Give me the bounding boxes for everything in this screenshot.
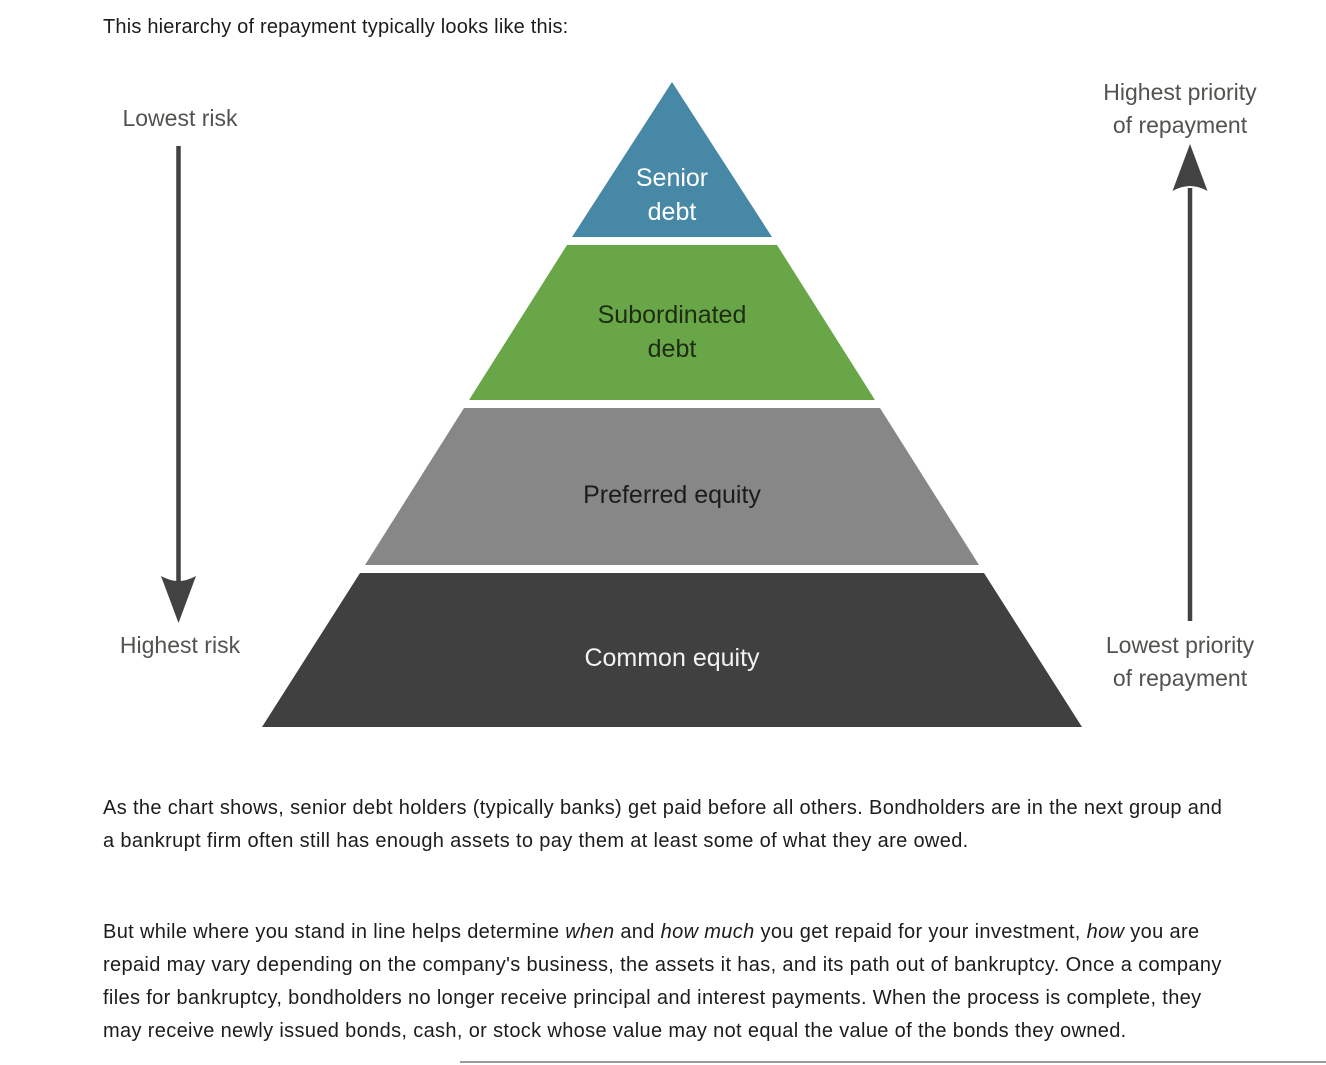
- body-paragraph-2-segment: you are repaid may vary depending on the…: [103, 921, 1222, 1042]
- body-paragraph-2-segment-italic: when: [565, 921, 615, 943]
- body-paragraph-2-segment-italic: how: [1086, 921, 1125, 943]
- body-paragraph-1: As the chart shows, senior debt holders …: [103, 797, 1223, 852]
- right-axis-bottom-label: Lowest priority of repayment: [1105, 632, 1255, 691]
- intro-sentence: This hierarchy of repayment typically lo…: [103, 16, 569, 38]
- body-paragraph-2-segment: But while where you stand in line helps …: [103, 921, 566, 943]
- risk-arrow-down-head: [161, 576, 196, 623]
- repayment-pyramid-diagram: [161, 82, 1208, 727]
- repayment-arrow-up-head: [1172, 144, 1208, 191]
- pyramid-label-senior-debt: Senior debt: [635, 164, 709, 226]
- pyramid-level-subordinated-debt: [469, 245, 875, 400]
- body-paragraph-2-segment: and: [614, 921, 661, 943]
- right-axis-top-label: Highest priority of repayment: [1103, 79, 1257, 138]
- pyramid-label-subordinated-debt: Subordinated debt: [597, 301, 747, 363]
- body-paragraph-2-segment: you get repaid for your investment,: [754, 921, 1087, 943]
- left-axis-top-label: Lowest risk: [122, 105, 238, 131]
- pyramid-level-senior-debt: [572, 82, 772, 237]
- body-paragraph-2-segment-italic: how much: [660, 921, 755, 943]
- section-divider: [460, 1061, 1326, 1063]
- pyramid-label-preferred-equity: Preferred equity: [583, 481, 761, 509]
- left-axis-bottom-label: Highest risk: [119, 632, 241, 658]
- pyramid-label-common-equity: Common equity: [584, 644, 760, 672]
- pyramid-level-common-equity: [262, 573, 1082, 727]
- body-paragraph-2: But while where you stand in line helps …: [103, 916, 1228, 1048]
- pyramid-level-preferred-equity: [365, 408, 979, 565]
